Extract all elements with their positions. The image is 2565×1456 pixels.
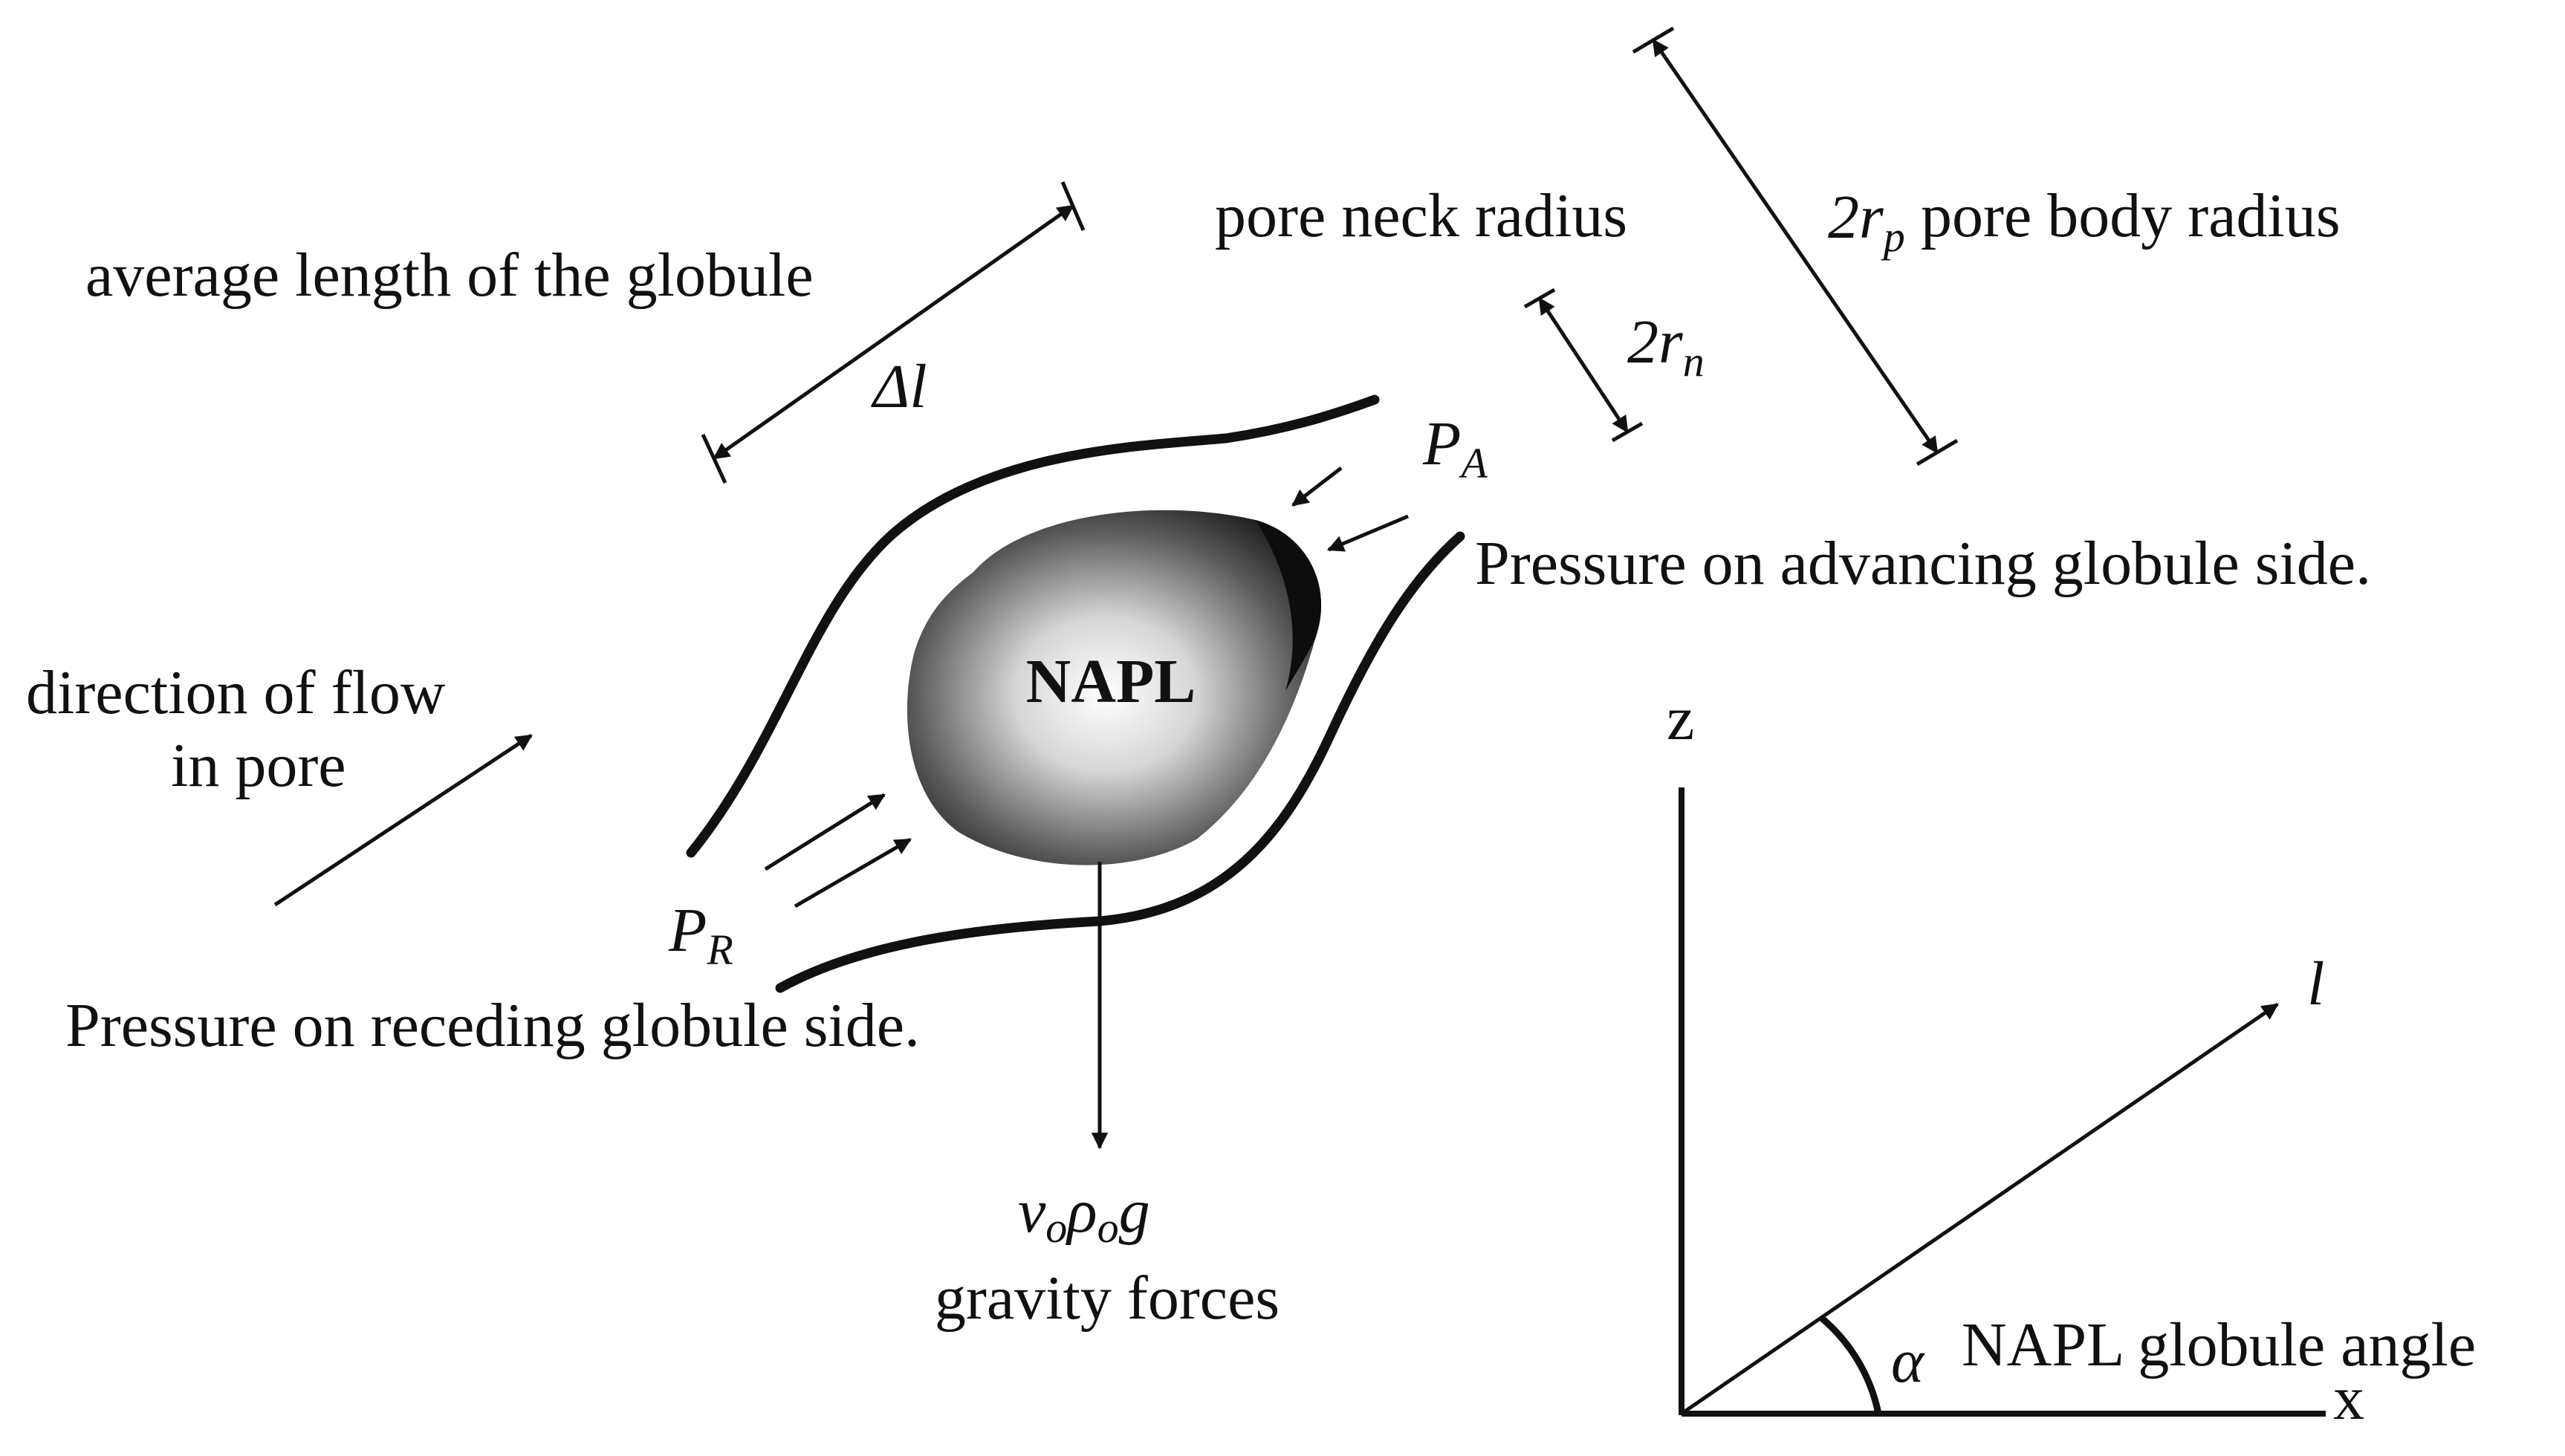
flow-label-line2: in pore bbox=[171, 731, 346, 800]
angle-arc bbox=[1818, 1314, 1882, 1414]
alpha-symbol: α bbox=[1891, 1327, 1925, 1396]
pore-neck-tick-2 bbox=[1611, 421, 1644, 443]
pore-wall-lower bbox=[775, 531, 1465, 993]
delta-l-symbol: Δl bbox=[871, 352, 927, 421]
gravity-label: gravity forces bbox=[935, 1264, 1280, 1333]
pore-body-label: pore body radius bbox=[1921, 181, 2341, 250]
flow-direction-arrow bbox=[273, 733, 533, 907]
globule-shadow-edge bbox=[1256, 520, 1322, 691]
pore-neck-arrow bbox=[1537, 297, 1630, 433]
napl-label: NAPL bbox=[1026, 647, 1196, 716]
body-symbol: 2rp bbox=[1828, 183, 1905, 261]
pr-symbol: PR bbox=[668, 896, 733, 974]
avg-length-arrow bbox=[713, 204, 1074, 461]
pore-neck-tick-1 bbox=[1523, 287, 1556, 309]
napl-globule bbox=[907, 510, 1322, 865]
neck-symbol: 2rn bbox=[1627, 308, 1705, 386]
pr-arrow-1 bbox=[764, 793, 886, 871]
pa-symbol: PA bbox=[1422, 409, 1488, 487]
pr-arrow-2 bbox=[794, 837, 912, 909]
l-axis-arrow bbox=[1680, 1002, 2279, 1416]
pore-body-arrow bbox=[1651, 39, 1939, 454]
pore-wall-upper bbox=[686, 394, 1380, 858]
z-axis-label: z bbox=[1667, 684, 1694, 753]
l-axis-label: l bbox=[2307, 949, 2324, 1018]
pore-neck-label: pore neck radius bbox=[1215, 181, 1627, 250]
pa-arrow-2 bbox=[1326, 514, 1409, 552]
x-axis-label: x bbox=[2333, 1364, 2364, 1433]
pressure-advancing-label: Pressure on advancing globule side. bbox=[1475, 529, 2371, 598]
pressure-receding-label: Pressure on receding globule side. bbox=[65, 991, 920, 1060]
gravity-symbol: voρog bbox=[1018, 1177, 1150, 1252]
avg-length-label: average length of the globule bbox=[85, 241, 814, 310]
globule-angle-label: NAPL globule angle bbox=[1962, 1310, 2476, 1379]
flow-label-line1: direction of flow bbox=[26, 658, 446, 727]
pa-arrow-1 bbox=[1291, 467, 1343, 507]
avg-length-tick-1 bbox=[701, 433, 727, 484]
